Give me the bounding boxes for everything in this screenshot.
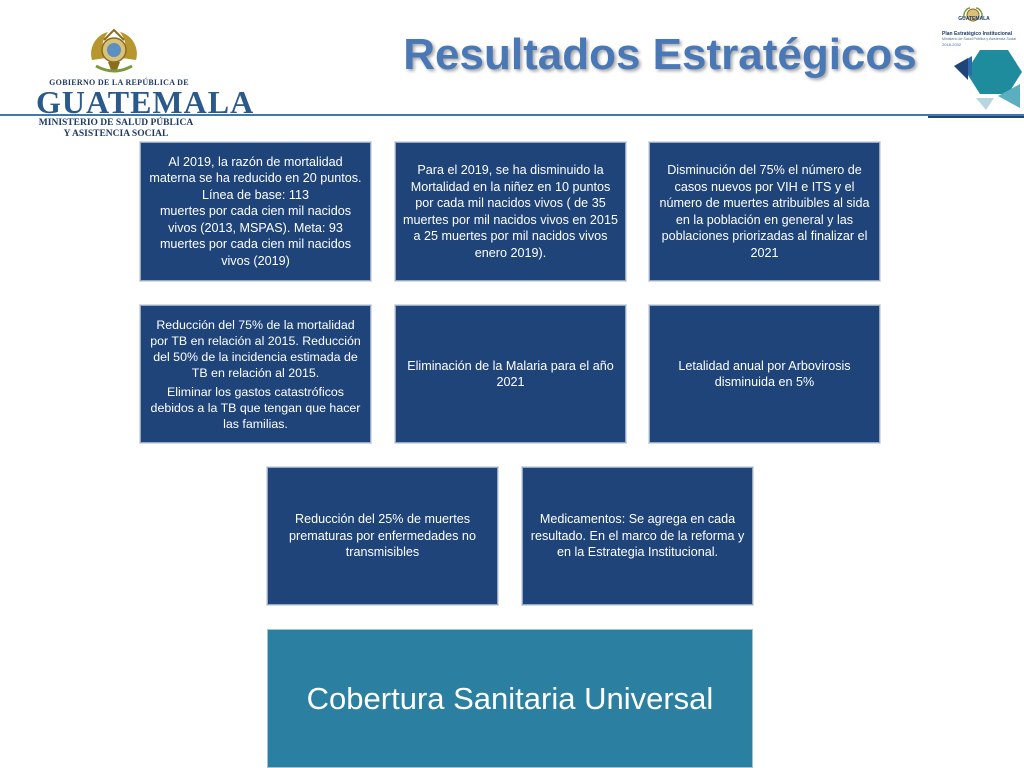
- result-text: Letalidad anual por Arbovirosis disminui…: [678, 358, 851, 390]
- result-text: muertes por cada cien mil nacidos vivos …: [159, 204, 352, 268]
- plan-years: 2018-2032: [942, 42, 962, 47]
- ministry-line-2: Y ASISTENCIA SOCIAL: [63, 129, 169, 139]
- result-text: Para el 2019, se ha disminuido la Mortal…: [403, 163, 618, 260]
- plan-subtitle: Ministerio de Salud Pública y Asistencia…: [942, 37, 1017, 41]
- ministry-line-1: MINISTERIO DE SALUD PÚBLICA: [38, 118, 194, 128]
- result-text: Reducción del 25% de muertes prematuras …: [289, 512, 476, 560]
- result-box-arbovirosis: Letalidad anual por Arbovirosis disminui…: [649, 305, 880, 443]
- ministry-logo: GOBIERNO DE LA REPÚBLICA DE GUATEMALA MI…: [34, 26, 253, 146]
- result-box-mortalidad-materna: Al 2019, la razón de mortalidad materna …: [140, 142, 371, 281]
- plan-title: Plan Estratégico Institucional: [942, 31, 1013, 37]
- result-box-mortalidad-ninez: Para el 2019, se ha disminuido la Mortal…: [395, 142, 626, 281]
- coverage-banner: Cobertura Sanitaria Universal: [267, 629, 753, 768]
- result-text: Reducción del 75% de la mortalidad por T…: [150, 317, 361, 380]
- result-box-malaria: Eliminación de la Malaria para el año 20…: [395, 305, 626, 443]
- result-text: Al 2019, la razón de mortalidad materna …: [149, 154, 362, 202]
- plan-country: GUATEMALA: [958, 16, 990, 22]
- hexagon-graphic: [928, 50, 1024, 118]
- result-text: Medicamentos: Se agrega en cada resultad…: [530, 512, 745, 560]
- result-box-medicamentos: Medicamentos: Se agrega en cada resultad…: [522, 467, 753, 605]
- result-text: Eliminar los gastos catastróficos debido…: [150, 384, 361, 431]
- ministry-name: MINISTERIO DE SALUD PÚBLICA Y ASISTENCIA…: [38, 118, 194, 140]
- result-text: Eliminación de la Malaria para el año 20…: [407, 358, 614, 390]
- header-divider: [0, 114, 1024, 116]
- page-title: Resultados Estratégicos: [403, 30, 917, 79]
- result-box-enfermedades-no-transmisibles: Reducción del 25% de muertes prematuras …: [267, 467, 498, 605]
- government-line: GOBIERNO DE LA REPÚBLICA DE: [49, 78, 189, 87]
- coverage-label: Cobertura Sanitaria Universal: [306, 680, 714, 716]
- result-box-tuberculosis: Reducción del 75% de la mortalidad por T…: [140, 305, 371, 443]
- result-box-vih-its: Disminución del 75% el número de casos n…: [649, 142, 880, 281]
- seal-icon: [963, 7, 983, 22]
- coat-of-arms-icon: [91, 28, 137, 73]
- result-text: Disminución del 75% el número de casos n…: [659, 163, 870, 260]
- strategic-plan-logo: GUATEMALA Plan Estratégico Institucional…: [928, 0, 1024, 118]
